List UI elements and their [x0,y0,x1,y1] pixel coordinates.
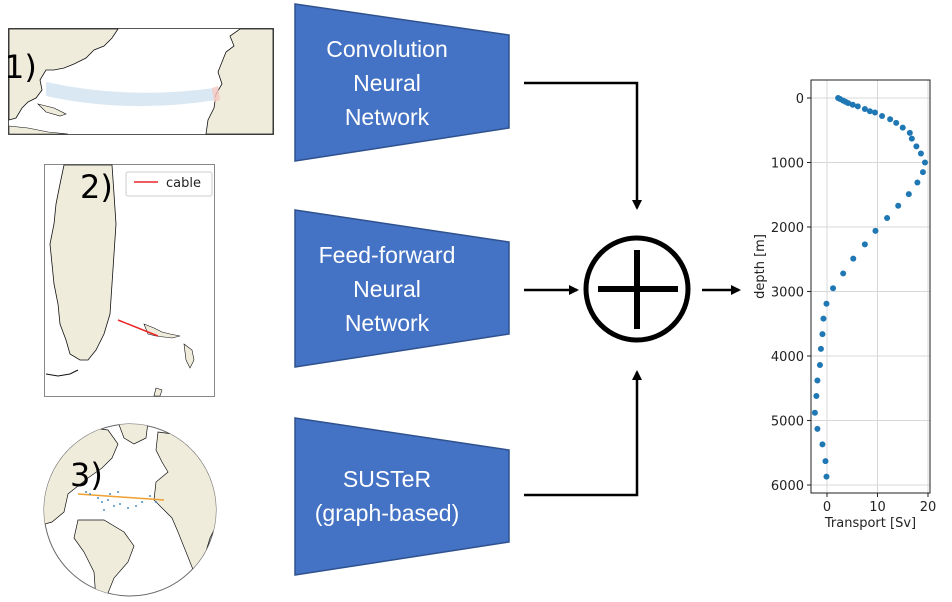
y-tick-label: 4000 [771,350,804,365]
data-point [887,116,894,123]
data-point [811,409,818,416]
sum-node [583,235,691,343]
model-label-line: (graph-based) [315,500,459,526]
model-block-suster: SUSTeR (graph-based) [294,417,510,576]
legend: cable [125,171,213,197]
transport-band-east [212,86,220,102]
x-tick-label: 10 [869,500,886,515]
land-bahamas-3 [153,387,163,397]
model-block-cnn: Convolution Neural Network [294,3,510,162]
y-axis-label: depth [m] [753,234,768,299]
y-tick-label: 2000 [771,221,804,236]
panel-label-3: 3) [70,456,103,494]
data-point [871,109,878,116]
cable-line [117,319,159,337]
y-tick-label: 1000 [771,157,804,172]
trapezoid-shape [294,417,510,576]
data-point [845,100,852,107]
model-label-line: SUSTeR [343,466,431,492]
land-europe-africa [205,28,274,135]
land-florida-keys [45,369,79,377]
ticks: 0 10 20 0 1000 2000 3000 4000 5000 6000 [771,92,936,515]
data-point [823,473,830,480]
data-points [811,95,928,480]
data-point [830,285,837,292]
data-point [914,179,921,186]
y-tick-label: 0 [796,92,804,107]
connector-suster [524,370,642,497]
land-south-america [73,519,135,596]
model-label-line: Network [345,310,430,336]
land-south-america [8,125,69,135]
land-bahamas-2 [183,343,195,369]
data-point [908,135,915,142]
model-label-line: Neural [353,70,421,96]
grid [811,80,930,493]
land-florida [49,164,117,361]
data-point [850,255,857,262]
data-point [854,103,861,110]
plot-frame [810,79,931,494]
data-point [872,227,879,234]
data-point [819,441,826,448]
data-point [866,108,873,115]
data-point [822,458,829,465]
legend-cable-label: cable [166,176,201,191]
data-point [816,362,823,369]
data-point [840,270,847,277]
land-greenland [117,424,149,445]
data-point [893,119,900,126]
model-block-ffnn: Feed-forward Neural Network [294,209,510,368]
data-point [913,143,920,150]
data-point [813,392,820,399]
model-label-line: Feed-forward [319,242,456,268]
data-point [819,331,826,338]
data-point [814,377,821,384]
transport-band [46,82,216,107]
data-point [817,345,824,352]
section-line [77,493,165,501]
panel-1-map: 1) [8,28,274,135]
y-tick-label: 6000 [771,479,804,494]
land-north-america [8,28,119,121]
data-point [895,202,902,209]
data-point [861,105,868,112]
data-point [917,150,924,157]
y-tick-label: 3000 [771,286,804,301]
x-tick-label: 0 [823,500,831,515]
data-point [906,129,913,136]
x-tick-label: 20 [920,500,937,515]
panel-label-2: 2) [80,168,113,206]
data-point [820,315,827,322]
panel-2-map: cable 2) [44,164,215,397]
x-axis-label: Transport [Sv] [824,516,916,531]
data-point [814,425,821,432]
y-tick-label: 5000 [771,415,804,430]
data-point [905,191,912,198]
trapezoid-shape [294,3,510,162]
data-point [879,113,886,120]
panel-3-globe: 3) [43,423,217,597]
float-positions [85,491,157,511]
panel-label-1: 1) [8,48,37,86]
data-point [823,300,830,307]
model-label-line: Network [345,104,430,130]
data-point [899,124,906,131]
data-point [849,101,856,108]
model-label-line: Neural [353,276,421,302]
connector-cnn [524,81,642,210]
trapezoid-shape [294,209,510,368]
data-point [921,159,928,166]
land-cuba [37,103,67,117]
data-point [861,241,868,248]
model-label-line: Convolution [326,36,447,62]
data-point [919,169,926,176]
data-point [884,214,891,221]
